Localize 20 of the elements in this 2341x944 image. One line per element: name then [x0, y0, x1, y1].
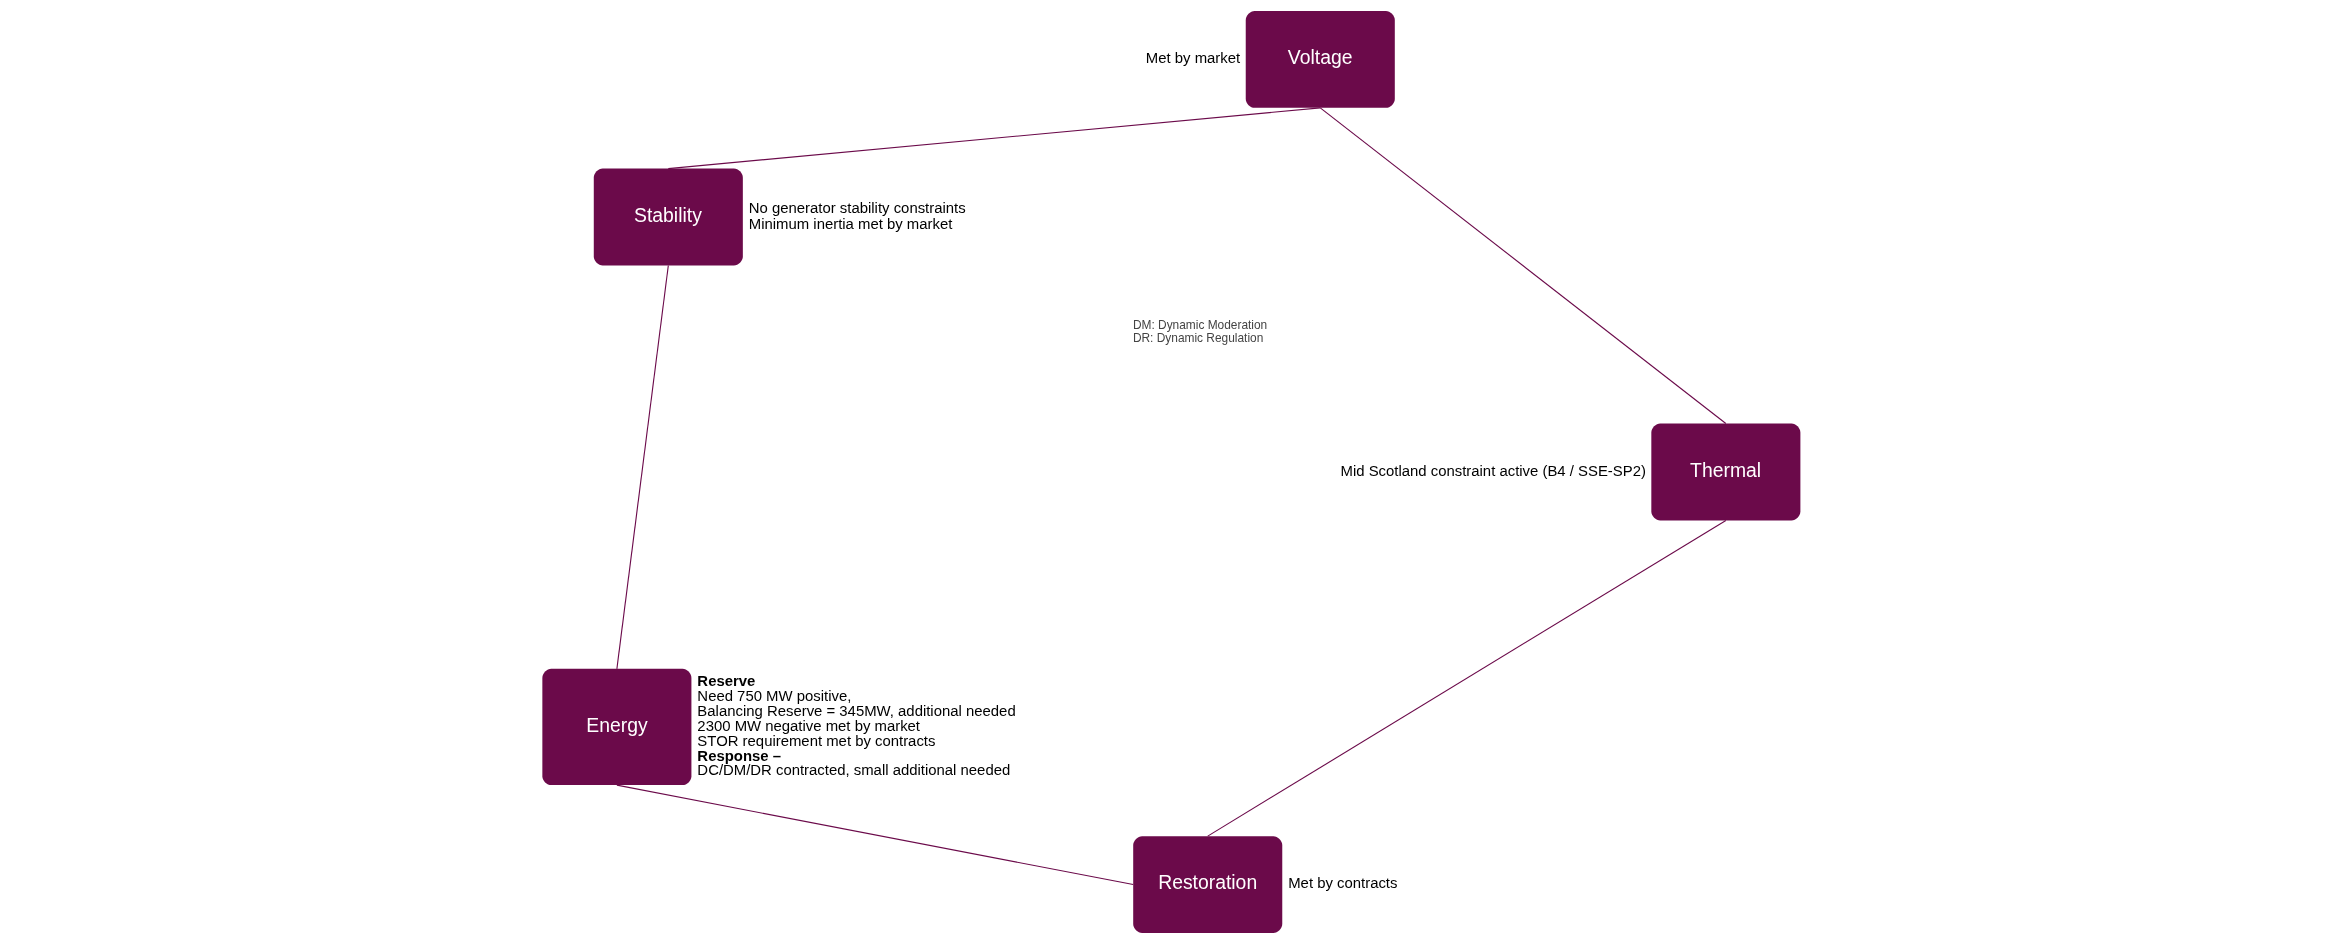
- connector: [615, 264, 669, 670]
- node-label: No generator stability constraints: [748, 199, 966, 216]
- node-label: Met by market: [1145, 50, 1240, 67]
- node-box: Voltage: [1245, 11, 1395, 108]
- node-box: Stability: [593, 168, 743, 266]
- node-label: Minimum inertia met by market: [748, 215, 952, 232]
- connector: [667, 107, 1321, 170]
- node-box: Thermal: [1650, 423, 1800, 521]
- node-label: DC/DM/DR contracted, small additional needed: [696, 762, 1010, 779]
- node-box: Energy: [541, 668, 691, 786]
- connector: [1319, 107, 1726, 425]
- label: DR: Dynamic Regulation: [1132, 331, 1263, 346]
- label: DM: Dynamic Moderation: [1132, 317, 1267, 332]
- node-label: Met by contracts: [1287, 875, 1397, 892]
- node-label: Reserve: [696, 672, 755, 689]
- node-box: Restoration: [1132, 836, 1282, 933]
- node-label: Mid Scotland constraint active (B4 / SSE-SP2): [1340, 462, 1646, 479]
- connector: [1206, 519, 1726, 837]
- connector: [615, 784, 1134, 886]
- node-label: Need 750 MW positive,: [696, 687, 851, 704]
